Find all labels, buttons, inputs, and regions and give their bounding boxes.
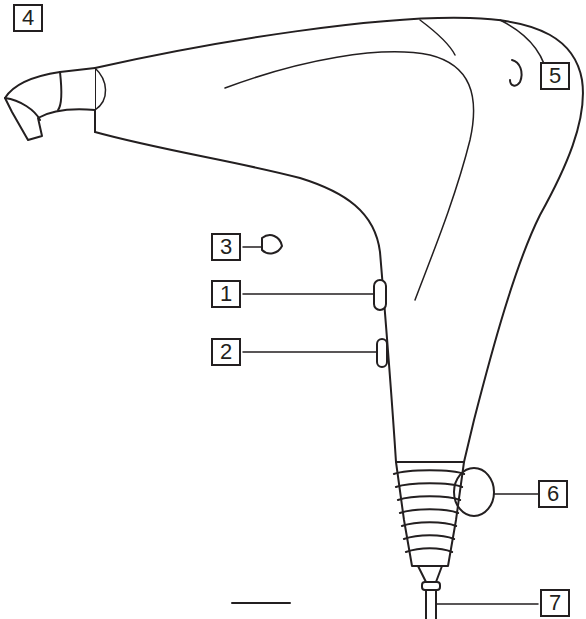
grip-ridge — [404, 535, 454, 539]
cord — [418, 566, 442, 619]
callout-number: 2 — [211, 338, 241, 366]
hanging-loop — [454, 468, 494, 516]
callout-number: 3 — [211, 233, 241, 261]
rear-filter — [510, 60, 522, 86]
callout-number: 5 — [540, 62, 570, 90]
callout-number: 7 — [540, 589, 570, 617]
grip-ridge — [394, 470, 464, 474]
grip-ridge — [396, 483, 462, 487]
grip-ridge — [400, 509, 458, 513]
dryer-body — [95, 18, 583, 462]
nozzle — [5, 68, 95, 140]
callout-number: 6 — [538, 480, 568, 508]
cool-shot-button — [262, 235, 282, 253]
grip-ridge — [402, 522, 456, 526]
grip — [396, 462, 464, 566]
switch-1 — [374, 280, 386, 310]
callout-number: 4 — [13, 4, 43, 32]
switch-2 — [377, 339, 387, 367]
grip-ridge — [398, 496, 460, 500]
callout-number: 1 — [211, 280, 241, 308]
leader-lines — [243, 247, 538, 604]
grip-ridge — [406, 548, 452, 552]
